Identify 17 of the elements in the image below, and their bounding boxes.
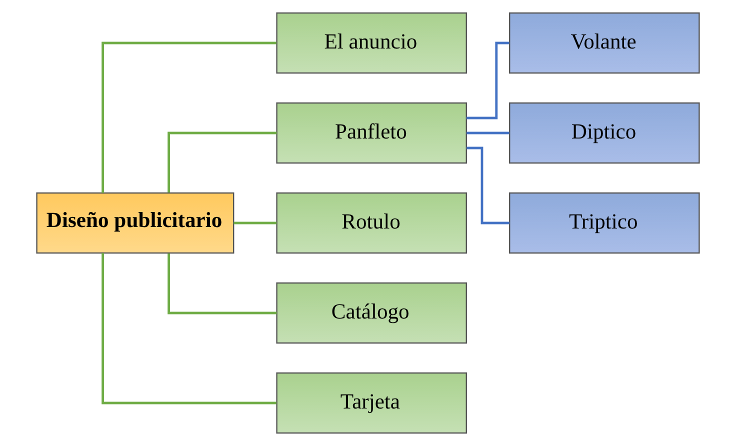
connector [466, 146, 509, 224]
connector [466, 132, 509, 134]
node-box: El anuncio [276, 12, 466, 74]
node-box: Rotulo [276, 192, 466, 254]
connector [167, 132, 276, 193]
node-box: Diptico [508, 102, 700, 164]
connector [466, 42, 509, 120]
connector [233, 222, 276, 224]
node-box: Triptico [508, 192, 700, 254]
node-box: Diseño publicitario [36, 192, 234, 254]
connector [101, 253, 276, 404]
connector [167, 253, 276, 314]
node-box: Volante [508, 12, 700, 74]
connector [101, 42, 276, 193]
node-box: Tarjeta [276, 372, 466, 434]
node-box: Catálogo [276, 282, 466, 344]
node-box: Panfleto [276, 102, 466, 164]
